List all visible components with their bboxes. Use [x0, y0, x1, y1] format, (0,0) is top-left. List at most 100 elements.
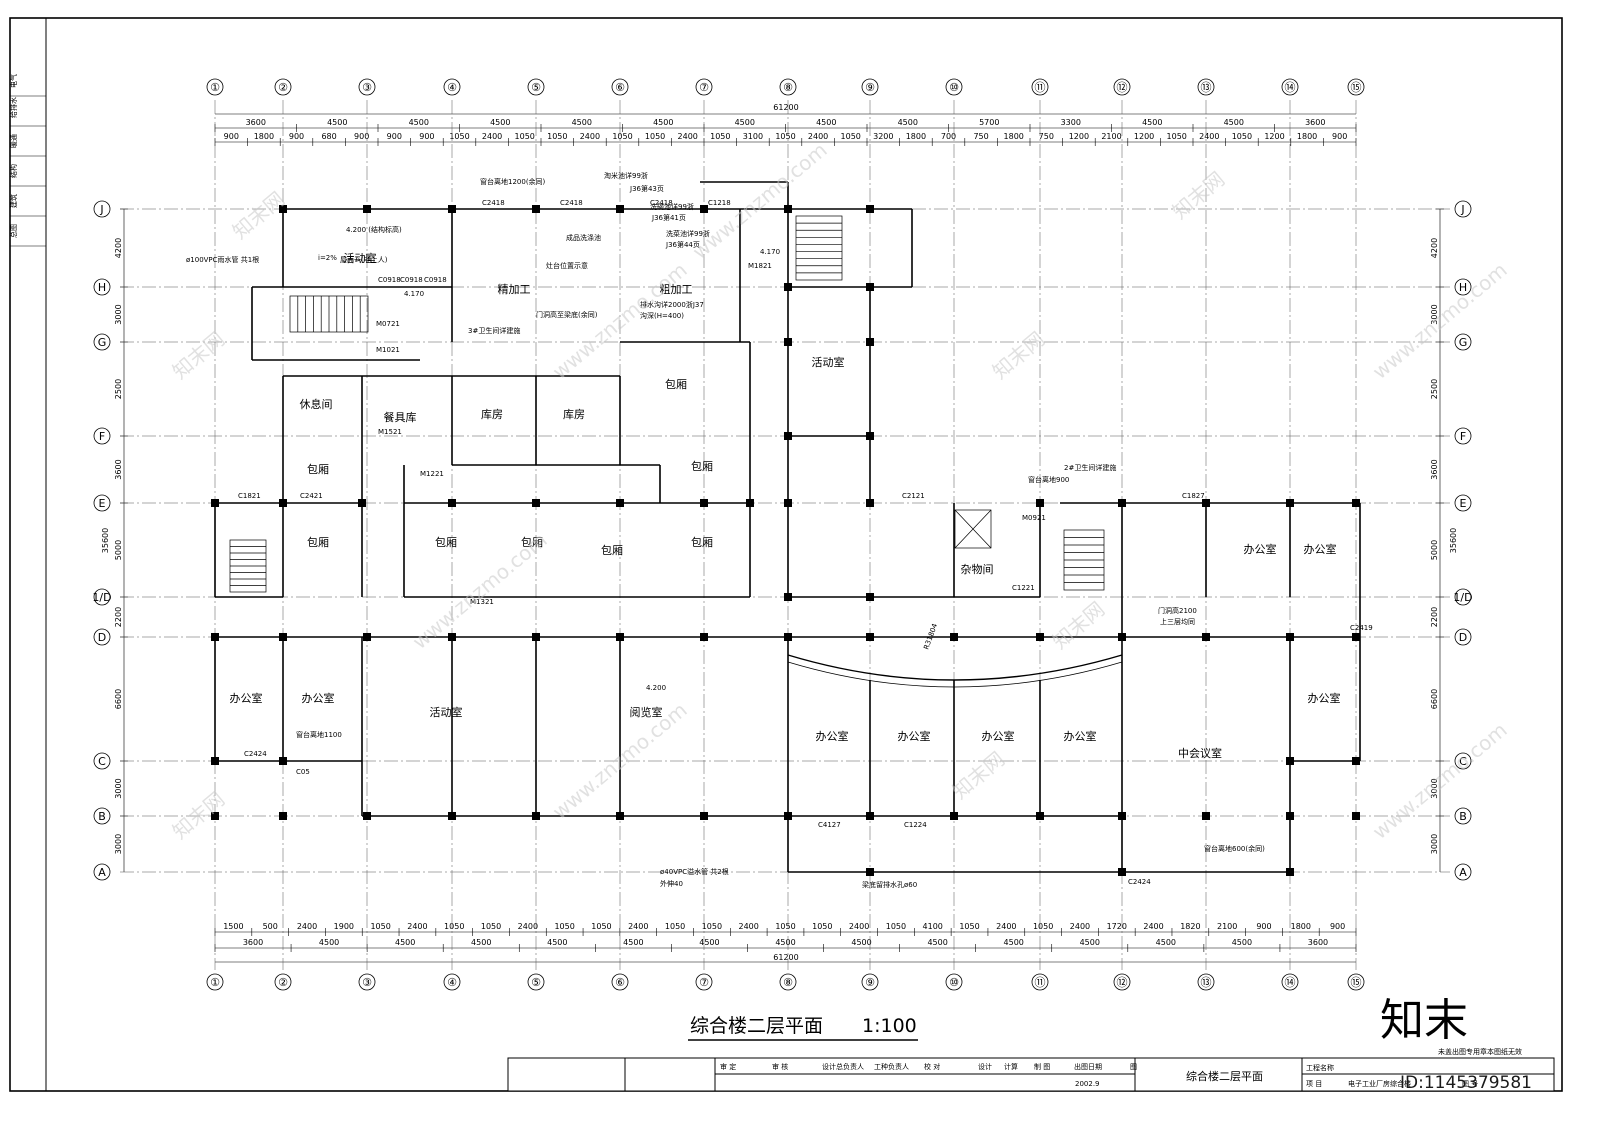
elevator-cross	[954, 509, 992, 549]
axis-bubble	[1197, 973, 1215, 991]
left-dim-value: 6600	[114, 689, 123, 709]
annotation: 淘米池详99浙	[604, 171, 648, 180]
column	[1118, 499, 1126, 507]
column	[211, 499, 219, 507]
column	[700, 205, 708, 213]
opening-tag: C1218	[708, 199, 731, 207]
title-block-header: 图	[1130, 1063, 1137, 1071]
top-detail-value: 2400	[678, 132, 698, 141]
bottom-detail-value: 4100	[923, 922, 943, 931]
bottom-detail-value: 500	[263, 922, 278, 931]
axis-label: C	[1459, 755, 1467, 768]
bottom-detail-value: 1050	[370, 922, 390, 931]
structural-columns	[211, 205, 1360, 876]
axis-bubble	[695, 78, 713, 96]
column	[616, 633, 624, 641]
annotation: 沟深(H=400)	[640, 311, 684, 320]
bottom-span-value: 4500	[1004, 938, 1024, 947]
axis-label: D	[1459, 631, 1467, 644]
axis-label: ⑩	[949, 81, 959, 94]
stairs	[229, 215, 1105, 593]
top-detail-value: 2400	[808, 132, 828, 141]
annotation: 外伸40	[660, 879, 683, 888]
left-dim-value: 2200	[114, 607, 123, 627]
axis-bubble	[93, 863, 111, 881]
left-dim-value: 2500	[114, 379, 123, 399]
axis-label: F	[99, 430, 105, 443]
axis-bubble	[1454, 278, 1472, 296]
axis-label: ⑥	[615, 81, 625, 94]
axis-bubble	[779, 78, 797, 96]
axis-label: A	[98, 866, 106, 879]
axis-label: ⑩	[949, 976, 959, 989]
top-detail-value: 1800	[1004, 132, 1024, 141]
column	[279, 499, 287, 507]
annotation: 排水沟详2000浙J37	[640, 300, 704, 309]
column	[1286, 812, 1294, 820]
room-label: 精加工	[498, 283, 531, 296]
top-detail-value: 750	[973, 132, 988, 141]
column	[1118, 868, 1126, 876]
axis-bubble	[945, 78, 963, 96]
top-span-value: 4500	[816, 118, 836, 127]
column	[866, 338, 874, 346]
top-detail-value: 1050	[449, 132, 469, 141]
column	[448, 499, 456, 507]
bottom-span-value: 3600	[1308, 938, 1328, 947]
floor-level: 4.170	[760, 248, 780, 256]
top-detail-value: 900	[419, 132, 434, 141]
column	[950, 812, 958, 820]
bottom-detail-value: 900	[1256, 922, 1271, 931]
bottom-detail-value: 1050	[775, 922, 795, 931]
axis-bubble	[443, 78, 461, 96]
axis-label: A	[1459, 866, 1467, 879]
drawing-scale: 1:100	[862, 1015, 917, 1037]
elevator-shaft	[954, 509, 992, 549]
axis-bubble	[93, 807, 111, 825]
floor-level: 4.200	[646, 684, 666, 692]
strip-label: 总图	[9, 224, 18, 238]
top-detail-value: 700	[941, 132, 956, 141]
left-dim-value: 3600	[114, 459, 123, 479]
bottom-detail-value: 1050	[886, 922, 906, 931]
axis-label: ③	[362, 976, 372, 989]
axis-label: H	[98, 281, 106, 294]
annotation: 3#卫生间详建施	[468, 326, 520, 335]
right-dim-value: 6600	[1430, 689, 1439, 709]
opening-tag: M1221	[420, 470, 444, 478]
annotation: 窗台离地600(余同)	[1204, 844, 1265, 853]
axis-bubble	[443, 973, 461, 991]
axis-label: ⑧	[783, 81, 793, 94]
top-detail-value: 1200	[1134, 132, 1154, 141]
top-detail-value: 1050	[1232, 132, 1252, 141]
column	[1352, 757, 1360, 765]
column	[1202, 812, 1210, 820]
axis-label: E	[1460, 497, 1467, 510]
annotation: 2#卫生间详建施	[1064, 463, 1116, 472]
annotation: ø100VPC雨水管 共1根	[186, 255, 259, 264]
annotation: 窗台离地1100	[296, 730, 342, 739]
opening-tag: M1321	[470, 598, 494, 606]
bottom-span-value: 4500	[699, 938, 719, 947]
annotation: i=2%	[318, 254, 337, 262]
opening-tag: C05	[296, 768, 310, 776]
axis-label: ⑬	[1201, 81, 1212, 94]
opening-tag: M1021	[376, 346, 400, 354]
bottom-detail-value: 1050	[665, 922, 685, 931]
room-label: 活动室	[430, 705, 463, 719]
column	[363, 205, 371, 213]
axis-bubble	[611, 973, 629, 991]
opening-tag: C2121	[902, 492, 925, 500]
column	[448, 633, 456, 641]
axis-label: ⑨	[865, 81, 875, 94]
total-width-top: 61200	[773, 103, 798, 112]
bottom-detail-value: 1820	[1180, 922, 1200, 931]
column	[1202, 499, 1210, 507]
room-label: 杂物间	[961, 562, 994, 576]
column	[616, 812, 624, 820]
project-label: 工程名称	[1306, 1063, 1334, 1072]
opening-tag: C2421	[300, 492, 323, 500]
bottom-span-value: 4500	[395, 938, 415, 947]
top-detail-value: 1200	[1264, 132, 1284, 141]
bottom-detail-value: 1050	[554, 922, 574, 931]
